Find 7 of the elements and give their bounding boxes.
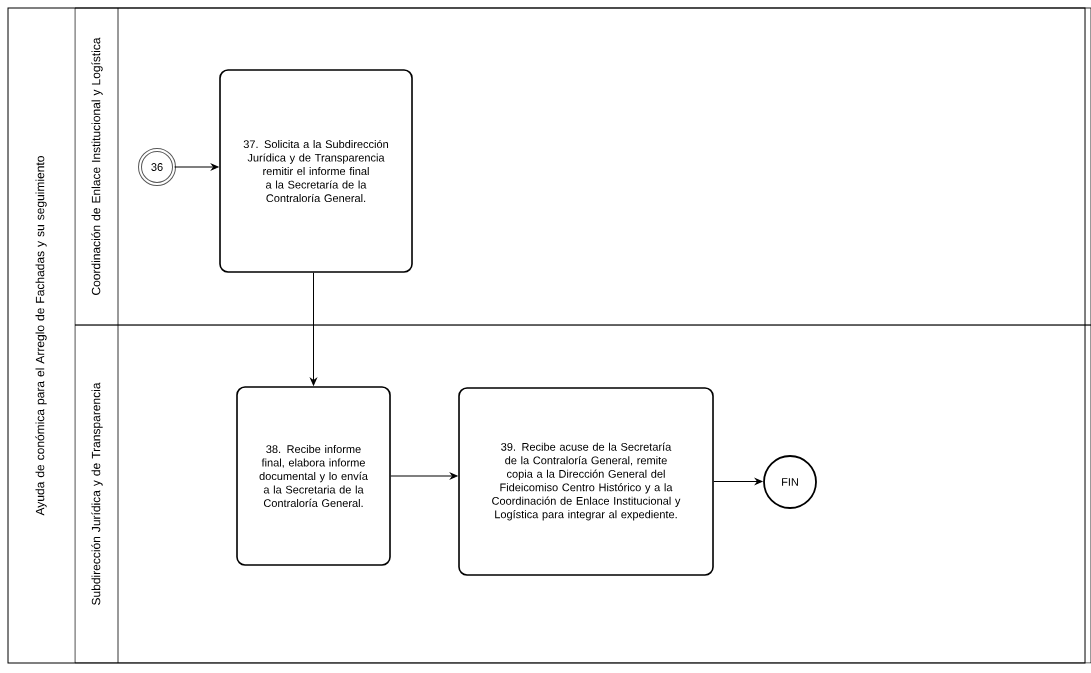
process-box: 38. Recibe informe final, elabora informe documental y lo envía a la Secretaria de la Contraloría General. <box>236 386 391 566</box>
process-box: 39. Recibe acuse de la Secretaría de la Contraloría General, remite copia a la Dirección General del Fideicomiso Centro Histórico y a la Coordinación de Enlace Institucional y Logística para integrar al expediente. <box>458 387 714 576</box>
process-box: 37. Solicita a la Subdirección Jurídica y de Transparencia remitir el informe final a la Secretaría de la Contraloría General. <box>219 69 413 273</box>
arrow <box>713 478 763 485</box>
arrow <box>174 163 219 171</box>
arrow <box>390 472 458 480</box>
arrow <box>310 272 317 386</box>
